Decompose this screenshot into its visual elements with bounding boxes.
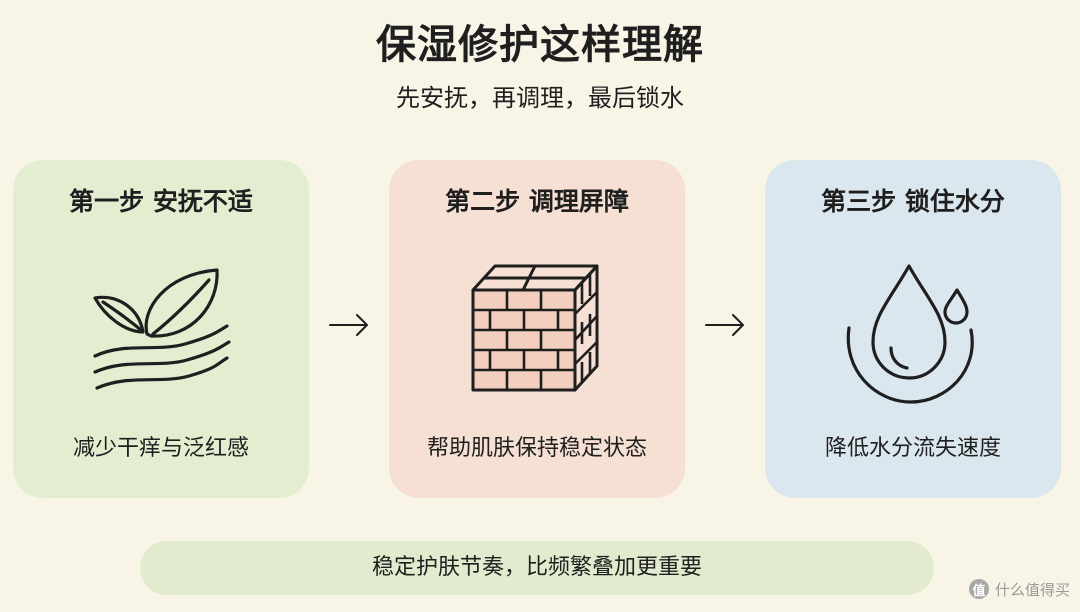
- watermark-logo-icon: 值: [968, 579, 989, 599]
- arrow-right-icon: [329, 314, 368, 336]
- water-drop-icon: [846, 264, 974, 404]
- step-card-2: 第二步 调理屏障 帮助肌肤保持稳定状态: [389, 160, 685, 498]
- step-title: 第三步 锁住水分: [821, 187, 1005, 216]
- step-description: 减少干痒与泛红感: [72, 436, 249, 461]
- leaf-wave-icon: [93, 268, 231, 390]
- watermark: 值 什么值得买: [968, 577, 1070, 601]
- brick-wall-icon: [471, 264, 599, 392]
- arrow-right-icon: [705, 314, 744, 336]
- step-card-1: 第一步 安抚不适 减少干痒与泛红感: [13, 160, 309, 498]
- step-title: 第二步 调理屏障: [445, 187, 629, 216]
- step-title: 第一步 安抚不适: [69, 187, 253, 216]
- page-subtitle: 先安抚，再调理，最后锁水: [396, 84, 684, 112]
- watermark-text: 什么值得买: [994, 580, 1070, 599]
- step-card-3: 第三步 锁住水分 降低水分流失速度: [765, 160, 1061, 498]
- summary-banner: 稳定护肤节奏，比频繁叠加更重要: [140, 541, 934, 595]
- step-description: 帮助肌肤保持稳定状态: [426, 436, 647, 461]
- page-title: 保湿修护这样理解: [376, 22, 704, 68]
- step-description: 降低水分流失速度: [824, 436, 1001, 461]
